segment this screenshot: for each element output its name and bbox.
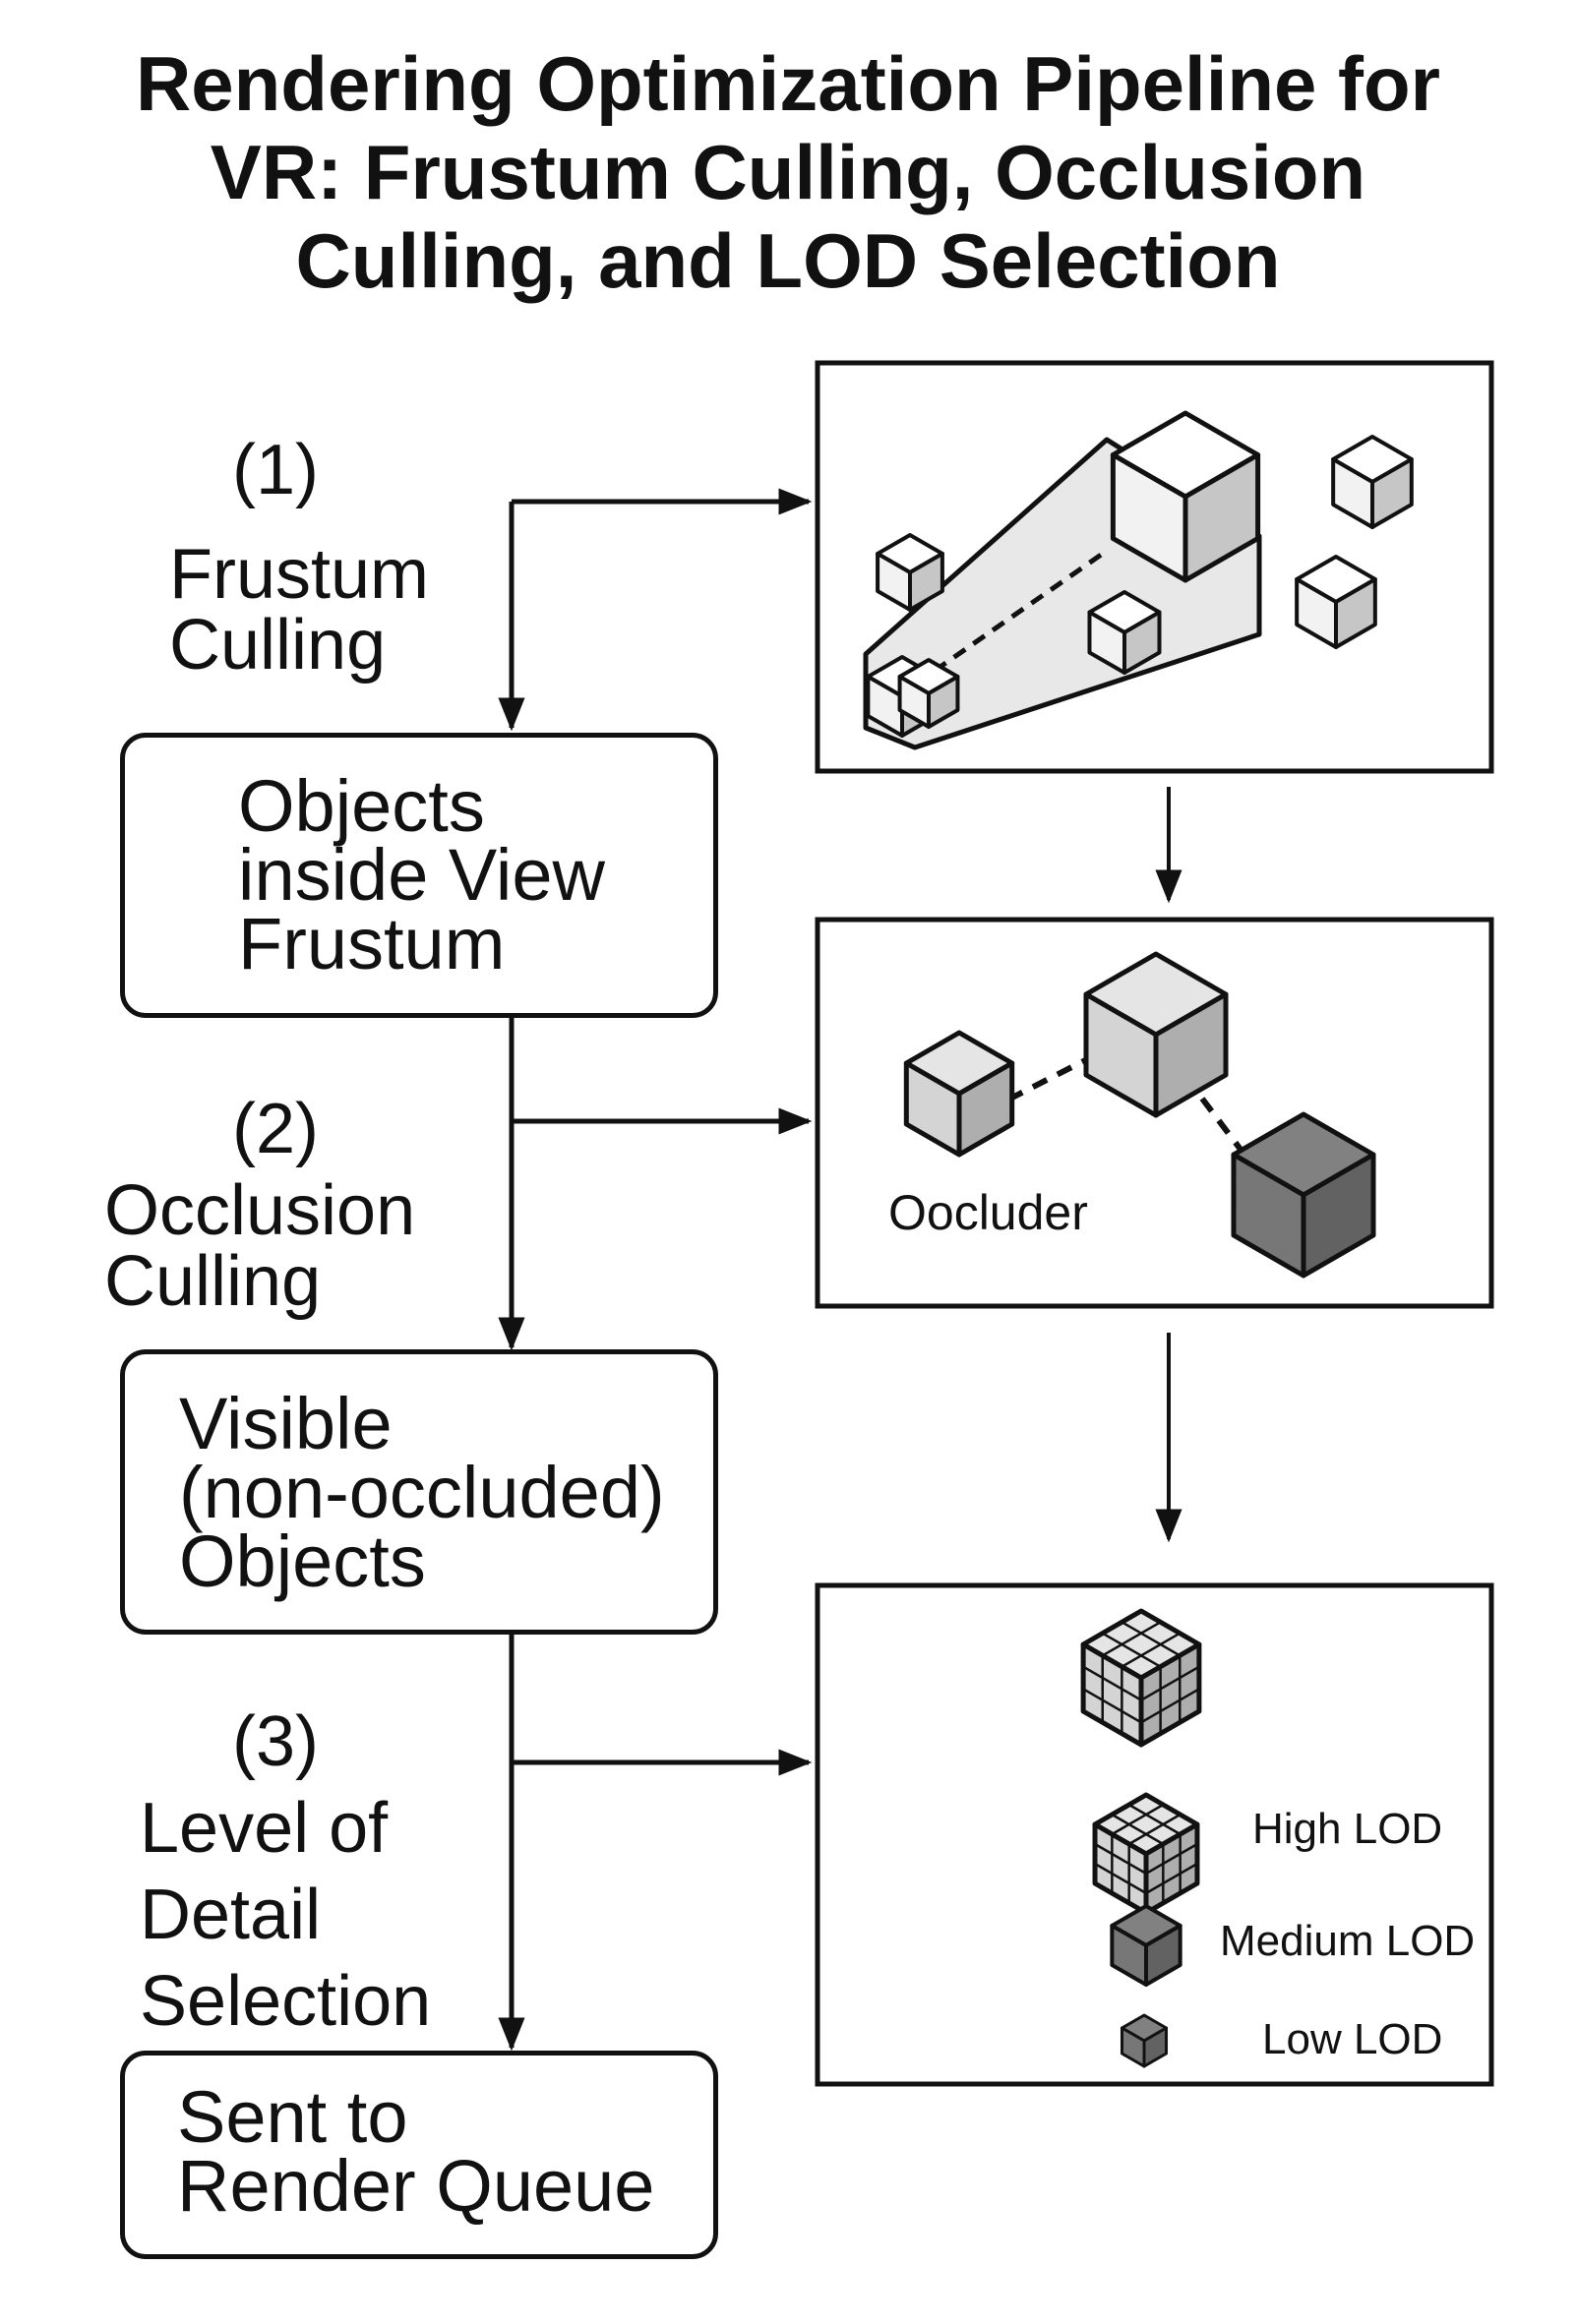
- occlusion-cubes: [903, 951, 1376, 1279]
- step-1-number: (1): [232, 431, 319, 509]
- occluder-cube: [1231, 1111, 1376, 1279]
- cube-grid-line: [1121, 1621, 1181, 1657]
- cube-grid-line: [1111, 1803, 1164, 1836]
- cube-right-face: [1301, 1152, 1376, 1279]
- step-3-label-line: Selection: [140, 1962, 432, 2041]
- cube-right-face: [1142, 2026, 1169, 2068]
- cube-right-face: [908, 552, 944, 612]
- step-3-label-line: Detail: [140, 1876, 322, 1954]
- node-1-line: Frustum: [238, 903, 506, 984]
- medium-lod-label: Medium LOD: [1220, 1917, 1476, 1965]
- cube-right-face: [956, 1060, 1015, 1158]
- cube-grid-line: [1102, 1621, 1162, 1657]
- render-queue-text: Sent to Render Queue: [177, 2076, 655, 2227]
- step-1-label: Frustum Culling: [169, 539, 429, 681]
- visible-cube-large: [1083, 951, 1229, 1118]
- cube-grid-line: [1140, 1688, 1200, 1724]
- near-cube-small: [897, 658, 960, 729]
- cube-grid-line: [1140, 1665, 1200, 1701]
- title-line-3: Culling, and LOD Selection: [295, 217, 1281, 304]
- step-3-label: Level of Detail Selection: [140, 1785, 431, 2045]
- occluder-label: Oocluder: [888, 1185, 1088, 1240]
- cube-right-face: [1122, 610, 1162, 675]
- node-3-line: Sent to: [177, 2076, 408, 2158]
- high-lod-cube: [1092, 1792, 1200, 1916]
- step-3-label-line: Level of: [140, 1789, 389, 1868]
- low-lod-cube: [1120, 2013, 1169, 2068]
- occlusion-link-2: [1199, 1097, 1244, 1153]
- cube-outside-right: [1295, 555, 1377, 649]
- occlusion-illustration: [1006, 1051, 1244, 1153]
- cube-grid-line: [1094, 1842, 1147, 1876]
- cube-right-face: [1334, 577, 1377, 649]
- title-line-1: Rendering Optimization Pipeline for: [135, 40, 1441, 127]
- cube-grid-line: [1128, 1803, 1182, 1836]
- high-lod-label: High LOD: [1252, 1805, 1443, 1853]
- medium-lod-cube: [1110, 1904, 1182, 1987]
- step-1-label-line: Frustum: [169, 535, 430, 614]
- frustum-center-ray: [933, 548, 1109, 674]
- node-1-line: Objects: [238, 765, 485, 847]
- lod-cubes: [1080, 1608, 1202, 2068]
- cube-grid-line: [1102, 1632, 1162, 1668]
- cube-outside-left: [876, 533, 944, 612]
- cube-right-face: [1370, 457, 1414, 529]
- step-1-label-line: Culling: [169, 606, 387, 685]
- visible-objects-node: [120, 1349, 718, 1635]
- cube-grid-line: [1145, 1842, 1198, 1876]
- low-lod-label: Low LOD: [1262, 2015, 1443, 2063]
- cube-right-face: [927, 675, 960, 729]
- node-2-line: Objects: [179, 1520, 426, 1602]
- cube-grid-line: [1111, 1813, 1164, 1846]
- node-2-line: Visible: [179, 1383, 393, 1464]
- visible-cube-small: [903, 1030, 1015, 1158]
- cube-right-face: [1182, 452, 1261, 583]
- node-1-line: inside View: [238, 834, 605, 916]
- cube-grid-line: [1082, 1665, 1142, 1701]
- large-cube-in-frustum: [1110, 410, 1261, 583]
- cube-right-face: [1153, 991, 1229, 1118]
- render-queue-node: [120, 2051, 718, 2259]
- flow-connectors: [498, 488, 813, 2052]
- occlusion-link-1: [1006, 1051, 1099, 1102]
- visible-objects-text: Visible (non-occluded) Objects: [179, 1383, 665, 1602]
- cube-outside-right-top: [1331, 435, 1414, 529]
- diagram-title: Rendering Optimization Pipeline for VR: …: [0, 39, 1576, 305]
- cube-grid-line: [1145, 1862, 1198, 1895]
- step-3-number: (3): [232, 1702, 319, 1781]
- step-2-number: (2): [232, 1090, 319, 1168]
- objects-in-frustum-node: [120, 733, 718, 1018]
- cube-right-face: [1144, 1924, 1182, 1987]
- cube-grid-line: [1121, 1632, 1181, 1668]
- cube-inside-frustum: [1087, 590, 1162, 675]
- step-2-label-line: Occlusion: [104, 1171, 416, 1250]
- node-2-line: (non-occluded): [179, 1452, 665, 1533]
- frustum-cubes: [866, 410, 1414, 738]
- title-line-2: VR: Frustum Culling, Occlusion: [210, 129, 1366, 215]
- cube-grid-line: [1082, 1688, 1142, 1724]
- objects-in-frustum-text: Objects inside View Frustum: [238, 765, 605, 984]
- step-2-label: Occlusion Culling: [104, 1175, 415, 1317]
- lod-cube-top: [1080, 1608, 1202, 1748]
- step-2-label-line: Culling: [104, 1242, 322, 1321]
- cube-grid-line: [1128, 1813, 1182, 1846]
- cube-grid-line: [1094, 1862, 1147, 1895]
- node-3-line: Render Queue: [177, 2145, 655, 2227]
